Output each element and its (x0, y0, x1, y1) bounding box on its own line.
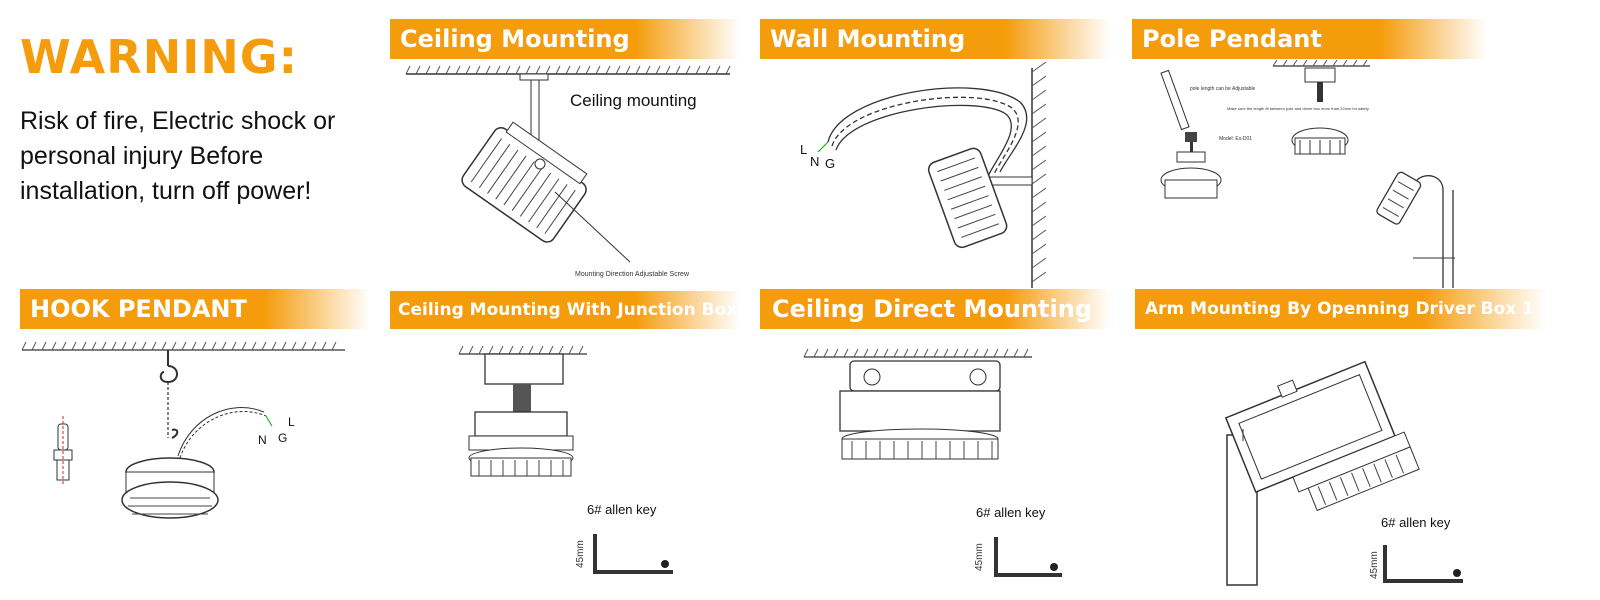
hook-wire-n: N (258, 433, 267, 447)
wall-wire-n: N (810, 154, 819, 169)
junction-box-diagram: 6# allen key 45mm (455, 342, 695, 587)
banner-pole-pendant: Pole Pendant (1132, 19, 1487, 59)
banner-ceiling-direct: Ceiling Direct Mounting (760, 289, 1110, 329)
banner-arm-mounting-label: Arm Mounting By Openning Driver Box 1 (1145, 299, 1535, 319)
arm-mounting-diagram: 6# allen key 45mm (1215, 345, 1505, 590)
ceiling-mounting-label: Ceiling mounting (570, 91, 697, 110)
junction-allen-key-size: 45mm (575, 540, 586, 568)
hook-pendant-diagram: L N G (20, 338, 360, 548)
banner-wall-mounting: Wall Mounting (760, 19, 1110, 59)
banner-ceiling-junction-box: Ceiling Mounting With Junction Box (390, 291, 740, 329)
arm-allen-key-label: 6# allen key (1381, 515, 1451, 530)
pole-length-note: pole length can be Adjustable (1190, 86, 1256, 92)
arm-allen-key-size: 45mm (1369, 551, 1380, 579)
banner-pole-pendant-label: Pole Pendant (1142, 25, 1322, 53)
pole-model-label: Model: Ex-D01 (1219, 136, 1252, 142)
banner-wall-mounting-label: Wall Mounting (770, 25, 966, 53)
wall-mounting-diagram: L N G (780, 62, 1080, 292)
banner-hook-pendant: HOOK PENDANT (20, 289, 370, 329)
warning-title: WARNING: (20, 30, 298, 84)
ceiling-mounting-diagram: Ceiling mounting Mounting Direction Adju… (400, 62, 740, 282)
junction-allen-key-label: 6# allen key (587, 502, 657, 517)
adjustable-screw-label: Mounting Direction Adjustable Screw (575, 271, 690, 278)
banner-ceiling-junction-box-label: Ceiling Mounting With Junction Box (398, 300, 738, 320)
pole-pendant-diagram: pole length can be Adjustable Model: Ex-… (1155, 60, 1455, 290)
banner-ceiling-direct-label: Ceiling Direct Mounting (772, 295, 1093, 323)
banner-hook-pendant-label: HOOK PENDANT (30, 295, 247, 323)
ceiling-direct-diagram: 6# allen key 45mm (800, 345, 1080, 590)
pole-safety-note: Make sure the length fit between pole an… (1227, 106, 1369, 111)
direct-allen-key-label: 6# allen key (976, 505, 1046, 520)
direct-allen-key-size: 45mm (974, 543, 985, 571)
banner-ceiling-mounting: Ceiling Mounting (390, 19, 740, 59)
wall-wire-g: G (825, 156, 835, 171)
wall-wire-l: L (800, 142, 807, 157)
warning-text: Risk of fire, Electric shock or personal… (20, 107, 336, 205)
hook-wire-l: L (288, 415, 295, 429)
banner-ceiling-mounting-label: Ceiling Mounting (400, 25, 630, 53)
banner-arm-mounting: Arm Mounting By Openning Driver Box 1 (1135, 289, 1545, 329)
hook-wire-g: G (278, 431, 287, 445)
